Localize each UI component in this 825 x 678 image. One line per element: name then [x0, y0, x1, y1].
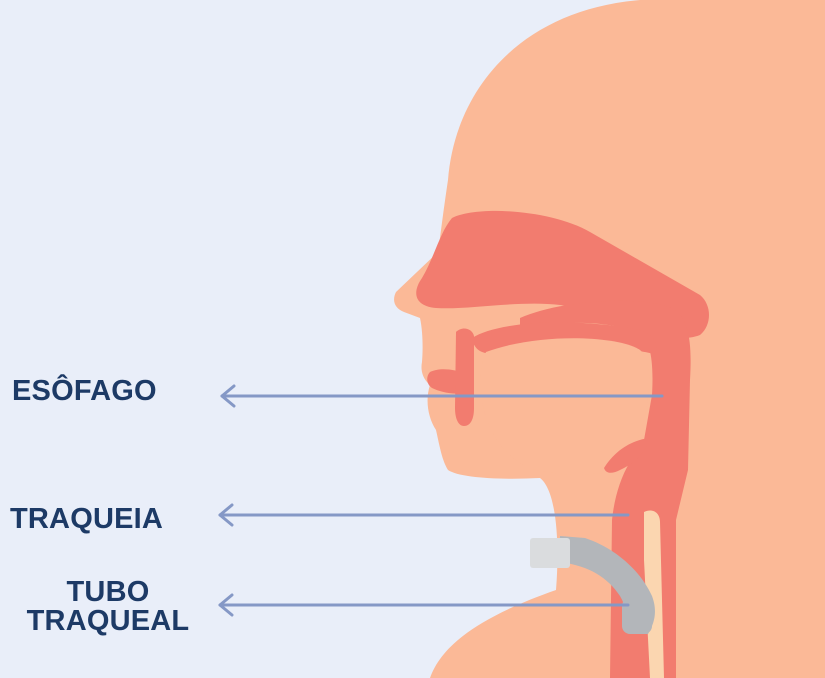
uvula: [455, 329, 474, 426]
tube-cuff: [622, 598, 652, 634]
label-tubo-line1: TUBO: [10, 578, 206, 607]
label-esofago: ESÔFAGO: [12, 377, 157, 406]
tube-connector: [530, 538, 570, 568]
label-traqueia: TRAQUEIA: [10, 505, 163, 534]
label-tubo-line2: TRAQUEAL: [10, 607, 206, 636]
label-tubo-traqueal: TUBO TRAQUEAL: [10, 578, 206, 636]
